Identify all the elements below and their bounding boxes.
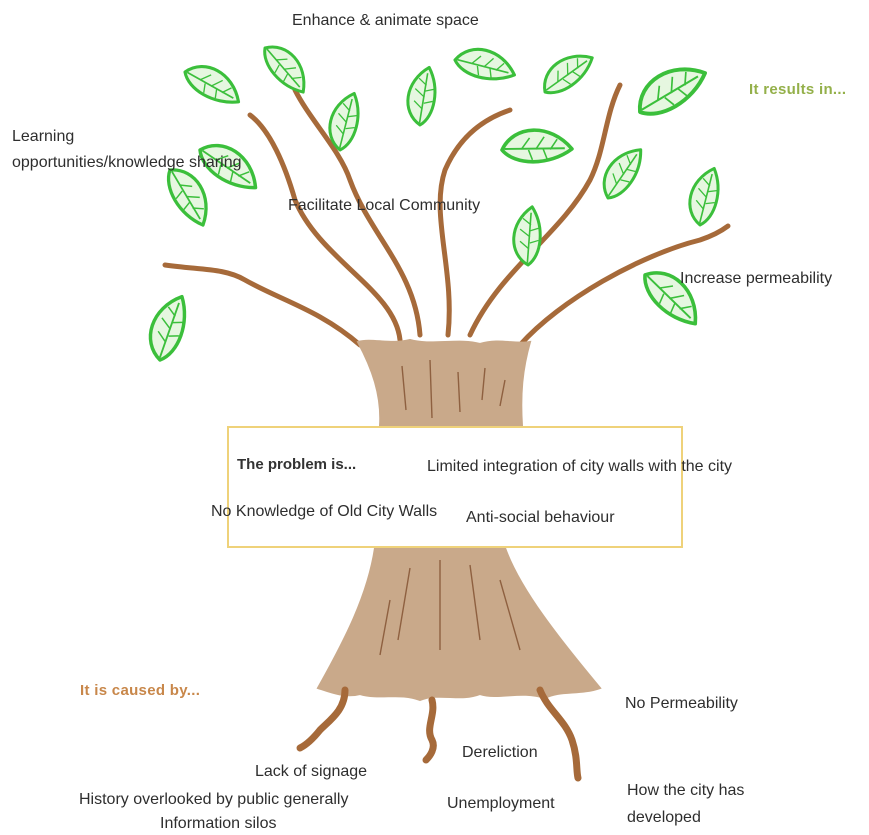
- label-no-knowledge: No Knowledge of Old City Walls: [211, 503, 438, 520]
- label-history-overlooked: History overlooked by public generally: [79, 791, 349, 808]
- label-increase-permeability: Increase permeability: [680, 270, 833, 287]
- label-city-development: How the city has developed: [627, 782, 745, 826]
- label-unemployment: Unemployment: [447, 795, 555, 812]
- label-facilitate-community: Facilitate Local Community: [288, 197, 481, 214]
- label-anti-social: Anti-social behaviour: [466, 509, 615, 526]
- roots: [296, 686, 582, 782]
- problem-box: [227, 426, 683, 548]
- problem-heading: The problem is...: [237, 456, 357, 473]
- label-no-permeability: No Permeability: [625, 695, 738, 712]
- label-limited-integration: Limited integration of city walls with t…: [427, 458, 733, 475]
- label-learning: Learning opportunities/knowledge sharing: [12, 128, 242, 171]
- upper-trunk: [356, 338, 532, 427]
- label-lack-of-signage: Lack of signage: [255, 763, 368, 780]
- label-dereliction: Dereliction: [462, 744, 538, 761]
- label-information-silos: Information silos: [160, 815, 277, 832]
- label-enhance-space: Enhance & animate space: [292, 12, 479, 29]
- caused-heading: It is caused by...: [80, 682, 201, 699]
- branches: [162, 82, 731, 348]
- results-heading: It results in...: [749, 81, 847, 98]
- lower-trunk: [316, 547, 602, 702]
